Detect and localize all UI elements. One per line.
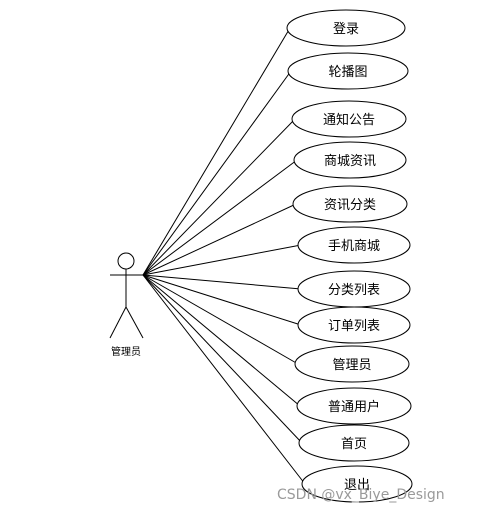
use-case-label: 退出 — [344, 478, 370, 493]
actor-head — [117, 252, 135, 270]
use-case: 订单列表 — [297, 306, 411, 344]
use-case-label: 分类列表 — [328, 283, 380, 298]
use-case: 首页 — [298, 424, 410, 462]
use-case: 普通用户 — [296, 387, 412, 425]
use-case-label: 手机商城 — [328, 239, 380, 254]
actor-right-leg — [125, 306, 144, 339]
use-case-label: 商城资讯 — [324, 154, 376, 169]
use-case-ellipse — [297, 226, 411, 264]
association-line — [142, 274, 303, 444]
use-case: 手机商城 — [297, 226, 411, 264]
use-case: 商城资讯 — [293, 141, 407, 179]
use-case: 轮播图 — [287, 52, 409, 90]
watermark-text: CSDN @vx_Biye_Design — [277, 487, 445, 503]
use-case: 分类列表 — [297, 270, 411, 308]
actor-figure: 管理员 — [109, 252, 144, 358]
use-case: 通知公告 — [291, 100, 407, 138]
use-case-ellipse — [301, 465, 413, 503]
use-case-label: 通知公告 — [323, 112, 375, 128]
association-line — [142, 159, 298, 276]
association-line — [142, 274, 302, 290]
use-case-label: 管理员 — [332, 358, 371, 373]
use-case-label: 轮播图 — [328, 65, 367, 80]
use-case-label: 普通用户 — [328, 399, 380, 415]
association-line — [142, 118, 296, 276]
use-case-ellipse — [291, 100, 407, 138]
association-line — [142, 27, 291, 276]
use-case-ellipse — [294, 345, 410, 383]
use-case: 登录 — [286, 9, 406, 47]
use-case: 管理员 — [294, 345, 410, 383]
association-line — [142, 70, 292, 276]
use-case-label: 资讯分类 — [324, 198, 376, 213]
association-line — [142, 274, 301, 407]
association-line — [142, 274, 302, 326]
use-case-ellipse — [287, 52, 409, 90]
association-line — [142, 203, 297, 276]
association-line — [142, 274, 306, 485]
use-case: 退出 — [301, 465, 413, 503]
use-case-label: 登录 — [333, 22, 359, 37]
use-case-ellipse — [298, 424, 410, 462]
use-case-ellipse — [286, 9, 406, 47]
association-line — [142, 274, 299, 365]
association-lines — [142, 27, 306, 485]
use-case-ellipse — [297, 306, 411, 344]
association-line — [142, 244, 302, 276]
use-case-label: 订单列表 — [328, 319, 380, 334]
use-case: 资讯分类 — [292, 185, 408, 223]
use-case-label: 首页 — [341, 437, 367, 452]
actor-label: 管理员 — [111, 345, 141, 358]
use-case-ellipse — [296, 387, 412, 425]
use-case-ellipse — [292, 185, 408, 223]
actor-left-leg — [109, 306, 127, 339]
use-case-ellipse — [293, 141, 407, 179]
